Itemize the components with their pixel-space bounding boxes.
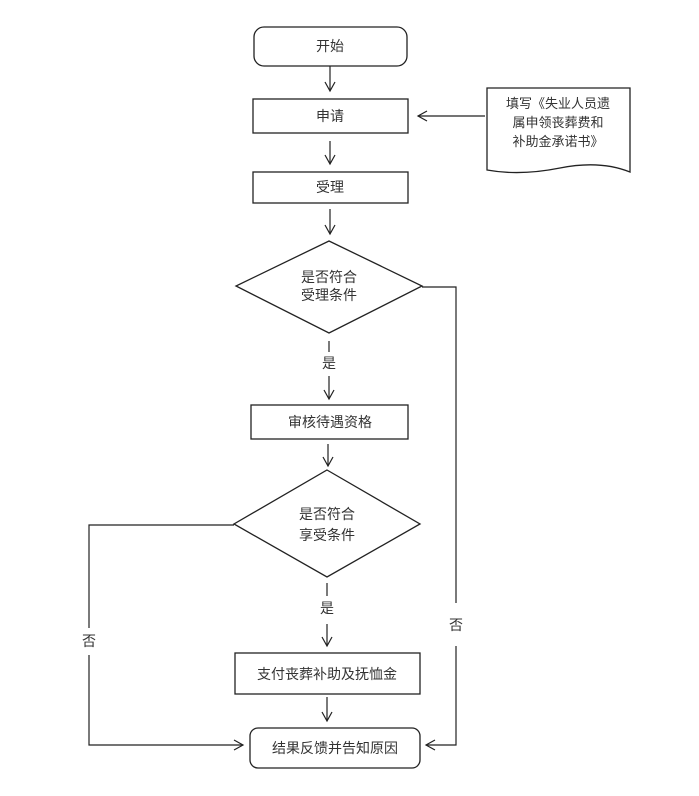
- start-node: 开始: [253, 26, 408, 67]
- decision2-line-2: 享受条件: [299, 527, 355, 544]
- note-line-1: 填写《失业人员遗: [506, 97, 610, 112]
- review-node: 审核待遇资格: [250, 404, 409, 440]
- decision-accept-conditions: 是否符合 受理条件: [234, 240, 424, 334]
- decision1-no-label: 否: [449, 618, 463, 634]
- accept-node: 受理: [252, 171, 409, 204]
- pay-label: 支付丧葬补助及抚恤金: [257, 667, 397, 683]
- review-label: 审核待遇资格: [288, 415, 372, 431]
- commitment-document-node: 填写《失业人员遗 属申领丧葬费和 补助金承诺书》: [486, 87, 631, 174]
- apply-label: 申请: [316, 109, 344, 125]
- no-branch-right-top: [422, 286, 457, 603]
- decision-benefit-conditions: 是否符合 享受条件: [232, 469, 422, 578]
- note-line-3: 补助金承诺书》: [512, 134, 603, 150]
- decision1-line-1: 是否符合: [301, 270, 357, 286]
- decision1-line-2: 受理条件: [301, 287, 357, 304]
- result-label: 结果反馈并告知原因: [272, 740, 398, 757]
- decision2-yes-label: 是: [320, 601, 334, 617]
- accept-label: 受理: [316, 180, 344, 196]
- decision2-line-1: 是否符合: [299, 507, 355, 523]
- decision2-no-label: 否: [82, 634, 96, 650]
- decision1-yes-label: 是: [322, 356, 336, 372]
- start-label: 开始: [316, 39, 344, 55]
- apply-node: 申请: [252, 98, 409, 134]
- note-line-2: 属申领丧葬费和: [512, 116, 603, 131]
- pay-node: 支付丧葬补助及抚恤金: [234, 652, 421, 695]
- no-branch-left-bottom: [88, 655, 245, 751]
- no-branch-right-bottom: [424, 646, 457, 751]
- result-node: 结果反馈并告知原因: [249, 727, 421, 769]
- no-branch-left-top: [88, 524, 234, 628]
